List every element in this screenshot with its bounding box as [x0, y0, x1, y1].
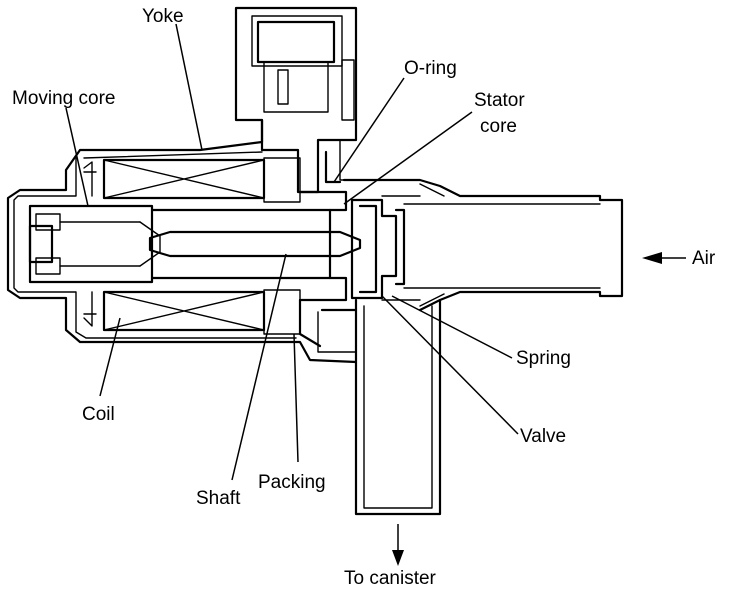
moving-core-leader	[65, 107, 89, 207]
shaft-leader	[231, 253, 287, 481]
yoke-body	[6, 118, 358, 364]
canister-arrow	[392, 524, 404, 566]
shaft	[148, 208, 362, 280]
packing-leader	[293, 333, 299, 463]
connector-housing	[234, 6, 358, 194]
to-canister-label: To canister	[344, 568, 437, 589]
coil-label: Coil	[82, 404, 115, 425]
valve-label: Valve	[520, 426, 566, 447]
moving-core	[28, 204, 161, 284]
yoke-label: Yoke	[142, 6, 184, 27]
stator-core-label-line1: Stator	[474, 90, 525, 111]
coil	[83, 157, 301, 335]
stator-core	[298, 139, 357, 348]
canister-outlet-pipe	[317, 298, 442, 516]
stator-core-label-line2: core	[480, 116, 517, 137]
air-label: Air	[692, 248, 716, 269]
coil-leader	[99, 317, 121, 397]
shaft-label: Shaft	[196, 488, 241, 509]
spring-label: Spring	[516, 348, 571, 369]
stator-core-leader	[343, 111, 473, 205]
valve-assembly	[350, 195, 421, 301]
air-inlet-pipe	[342, 178, 624, 312]
spring-leader	[391, 295, 513, 359]
packing-label: Packing	[258, 472, 326, 493]
leader-lines	[65, 23, 519, 481]
valve-leader	[381, 295, 519, 435]
air-arrow	[642, 252, 686, 264]
yoke-leader	[175, 23, 203, 151]
o-ring-label: O-ring	[404, 58, 457, 79]
moving-core-label: Moving core	[12, 88, 116, 109]
o-ring-leader	[333, 77, 405, 183]
